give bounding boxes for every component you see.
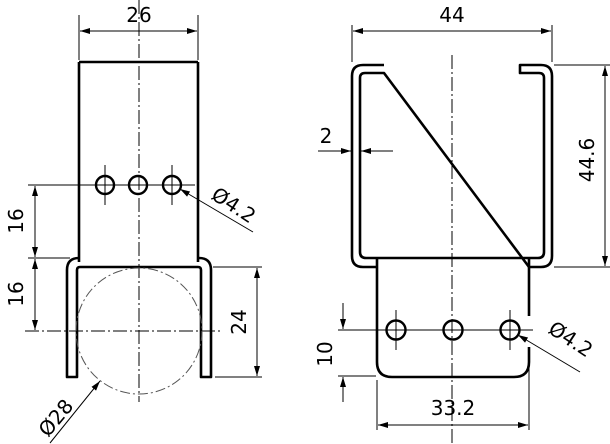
front-view: 44 44.6 2 10 33.2 Ø4.2 xyxy=(313,3,610,444)
channel-outer xyxy=(350,63,554,269)
dim-label-thickness: 2 xyxy=(320,124,333,148)
mounting-tab xyxy=(375,258,531,379)
dim-label-tab-hole: 10 xyxy=(313,341,337,366)
dim-extension-lines xyxy=(213,266,262,378)
dim-label-pipe-diameter: Ø28 xyxy=(33,394,78,441)
tab-holes xyxy=(338,310,533,350)
dim-extension-lines xyxy=(554,64,610,268)
dim-extension-lines xyxy=(28,184,95,259)
leader-hole-diameter xyxy=(179,188,254,233)
dim-label-16-upper: 16 xyxy=(4,208,28,233)
dim-label-16-lower: 16 xyxy=(4,281,28,306)
dim-extension-lines xyxy=(351,25,553,62)
side-view: 26 16 16 24 Ø4.2 Ø28 xyxy=(4,0,262,444)
side-holes xyxy=(83,165,195,205)
hole-centerlines xyxy=(83,165,195,205)
pipe-phantom-circle xyxy=(75,267,203,395)
dim-label-tab-width: 33.2 xyxy=(431,396,476,420)
dim-label-height: 44.6 xyxy=(575,138,599,183)
dim-label-width: 44 xyxy=(439,3,464,27)
dim-extension-lines xyxy=(78,15,199,60)
leader-hole-diameter xyxy=(517,334,581,373)
dim-label-leg-height: 24 xyxy=(227,309,251,334)
hole-centerlines xyxy=(338,310,533,350)
dim-label-width: 26 xyxy=(126,3,151,27)
dim-extension-lines xyxy=(376,350,530,430)
leader-pipe-diameter xyxy=(49,380,101,444)
